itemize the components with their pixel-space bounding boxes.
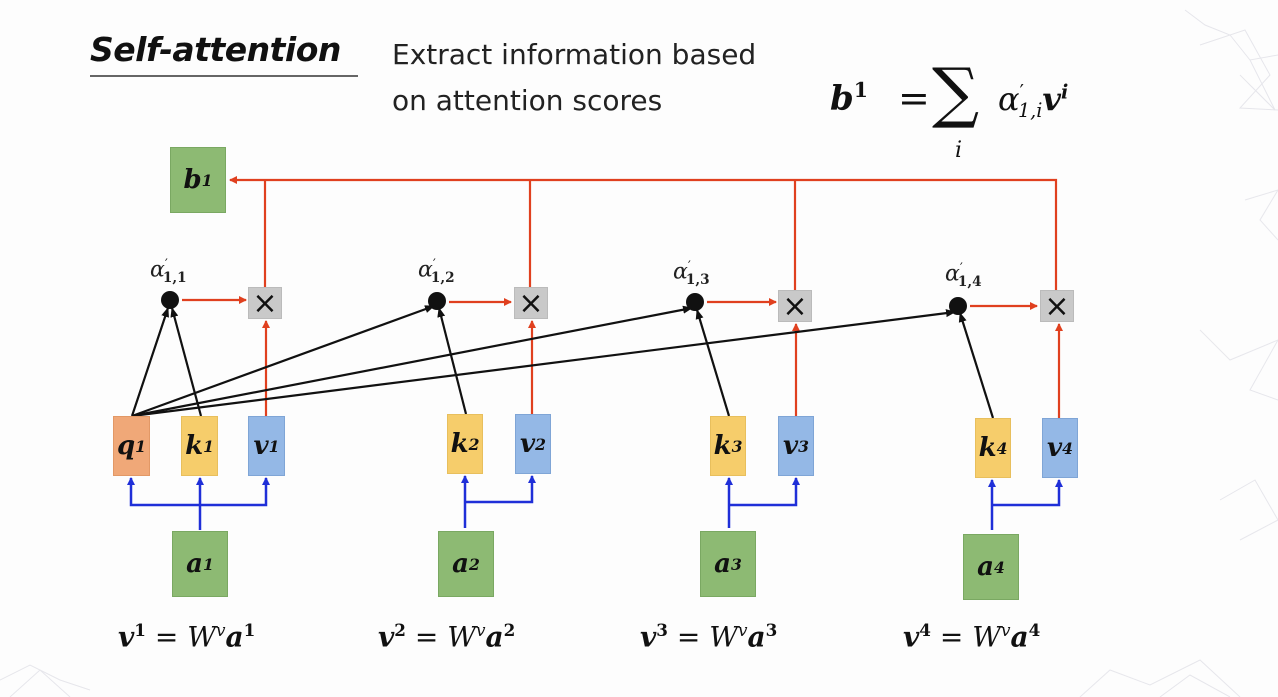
- multiply-3-box: ×: [778, 289, 812, 324]
- description-line-1: Extract information based: [392, 38, 757, 71]
- value-equation-3: v3 = Wva3: [640, 620, 778, 654]
- sum-index: i: [955, 138, 963, 163]
- slide-title: Self-attention: [90, 30, 341, 69]
- k2-to-alpha2: [437, 307, 468, 415]
- a1-branch-q: [127, 477, 200, 507]
- alpha-1-1-label: α′1,1: [150, 257, 187, 286]
- weighted-sum-formula: b1 = ∑ i α′1,ivi: [830, 60, 1110, 170]
- multiply-2-box: ×: [514, 286, 548, 321]
- a4-branch-v: [992, 479, 1063, 507]
- alpha-1-1-node: [161, 291, 179, 309]
- q1-to-alpha3: [131, 305, 693, 418]
- value-equation-1: v1 = Wva1: [118, 620, 256, 654]
- alpha-1-2-node: [428, 292, 446, 310]
- formula-equals: =: [898, 76, 930, 120]
- q1-to-alpha4: [131, 309, 956, 418]
- a2-branch-v: [465, 475, 536, 504]
- k1-to-alpha1: [170, 307, 203, 417]
- sum-symbol: ∑: [932, 54, 980, 131]
- alpha-1-3-node: [686, 293, 704, 311]
- title-underline: [90, 75, 358, 77]
- alpha-1-3-label: α′1,3: [673, 259, 710, 288]
- a1-branch-v: [200, 477, 270, 507]
- q1-to-alpha2: [131, 304, 435, 418]
- formula-term: α′1,ivi: [998, 80, 1069, 123]
- alpha-1-2-label: α′1,2: [418, 257, 455, 286]
- multiply-4-box: ×: [1040, 289, 1074, 324]
- value-equation-4: v4 = Wva4: [903, 620, 1041, 654]
- a3-branch-v: [729, 477, 800, 507]
- k4-to-alpha4: [958, 312, 995, 419]
- value-equation-2: v2 = Wva2: [378, 620, 516, 654]
- description-line-2: on attention scores: [392, 84, 663, 117]
- alpha-1-4-node: [949, 297, 967, 315]
- q1-to-alpha1: [130, 307, 170, 417]
- multiply-1-box: ×: [248, 286, 282, 321]
- k3-to-alpha3: [695, 309, 731, 417]
- formula-lhs: b1: [830, 78, 868, 119]
- alpha-1-4-label: α′1,4: [945, 261, 982, 290]
- output-bus-line: [229, 176, 1058, 290]
